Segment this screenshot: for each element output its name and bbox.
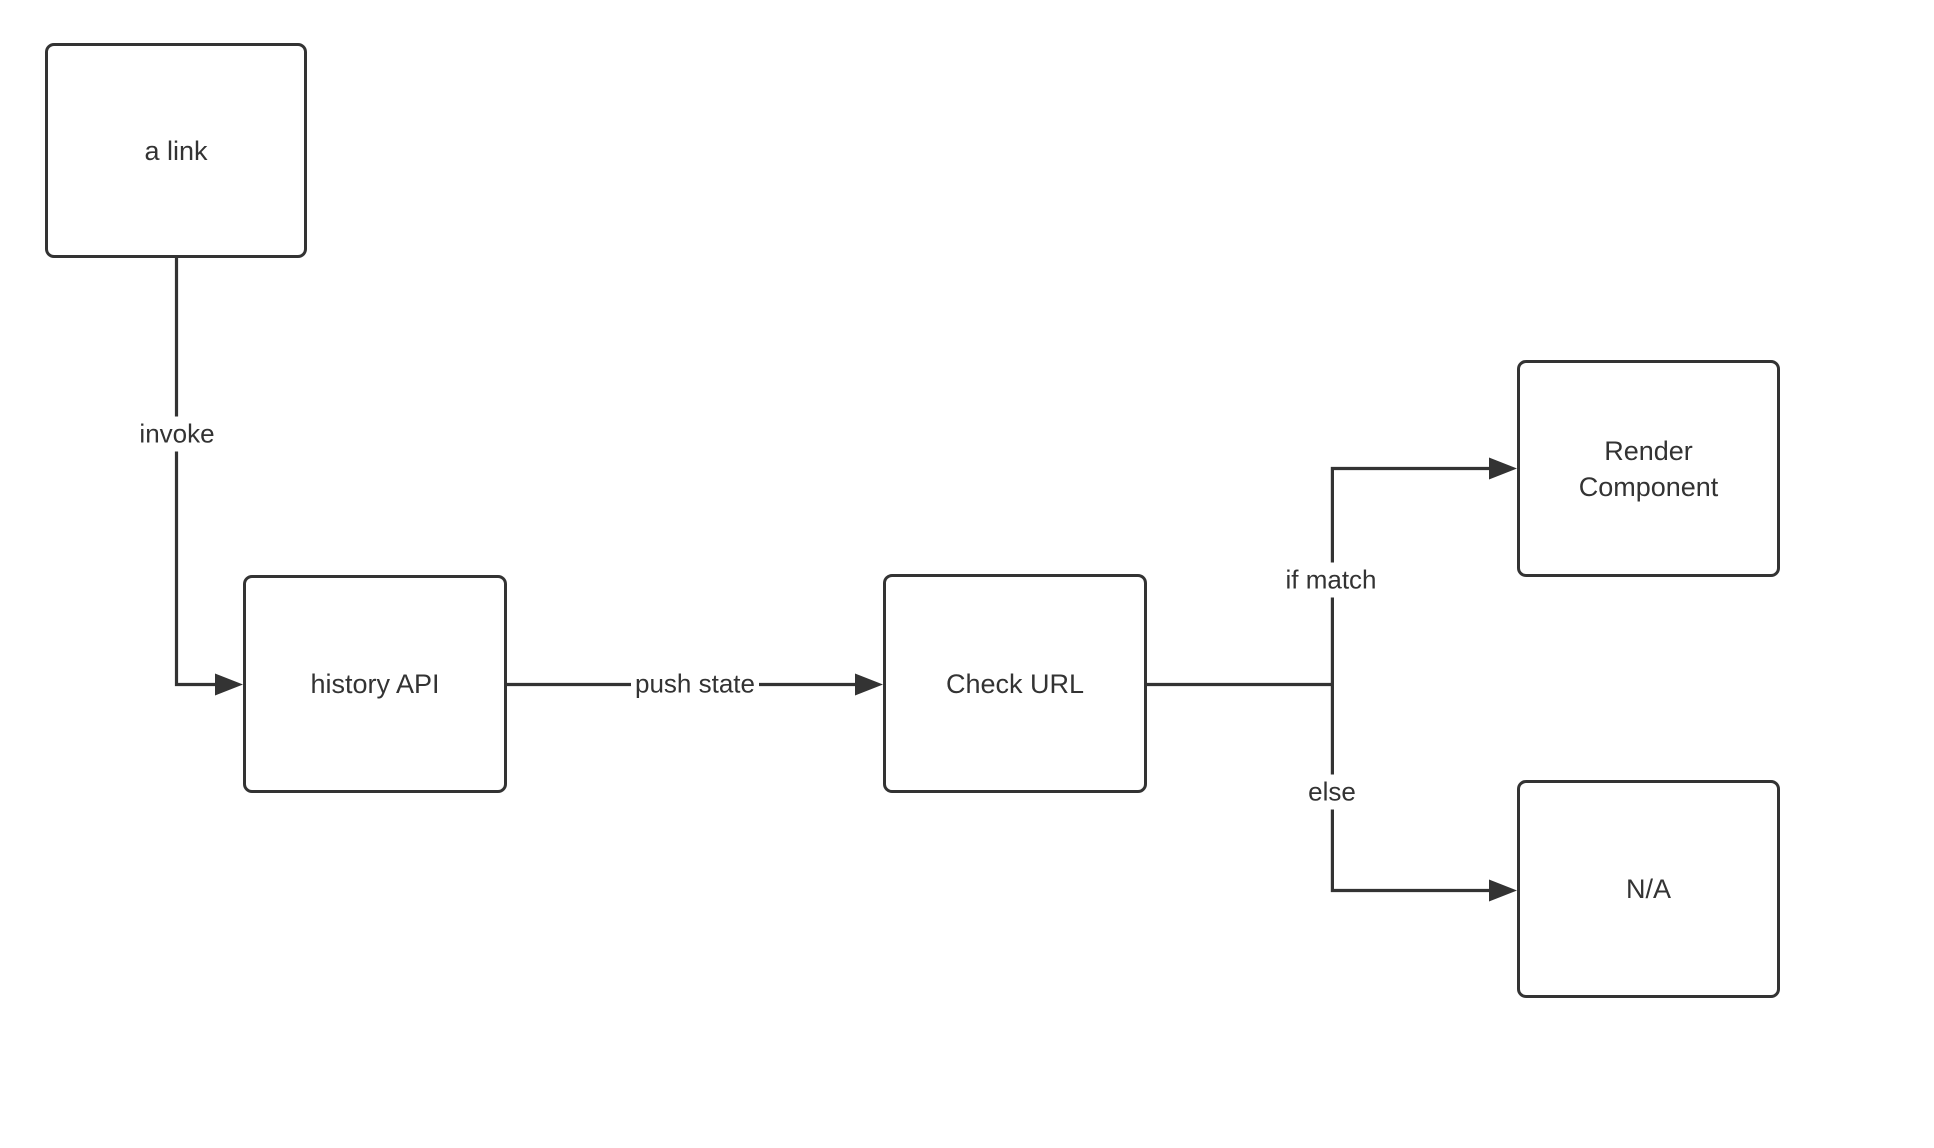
edge-label-invoke: invoke	[135, 416, 219, 452]
arrowhead-invoke	[215, 673, 243, 696]
edge-label-push-state: push state	[631, 666, 759, 702]
arrowhead-push-state	[855, 673, 883, 696]
arrowhead-else	[1489, 879, 1517, 902]
arrowhead-if-match	[1489, 457, 1517, 480]
node-render-component: Render Component	[1517, 360, 1780, 577]
node-check-url: Check URL	[883, 574, 1147, 793]
node-a-link-label: a link	[144, 135, 208, 166]
node-a-link: a link	[45, 43, 307, 258]
node-check-url-label: Check URL	[945, 668, 1085, 699]
edge-label-if-match: if match	[1281, 562, 1381, 598]
node-na-label: N/A	[1625, 874, 1671, 904]
edge-invoke	[174, 258, 243, 696]
node-history-api-label: history API	[310, 669, 440, 699]
node-render-component-label: Render Component	[1578, 435, 1719, 502]
node-na: N/A	[1517, 780, 1780, 998]
node-history-api: history API	[243, 575, 507, 793]
edge-label-else: else	[1304, 774, 1360, 810]
edge-else	[1330, 683, 1517, 902]
edge-if-match	[1147, 457, 1517, 687]
